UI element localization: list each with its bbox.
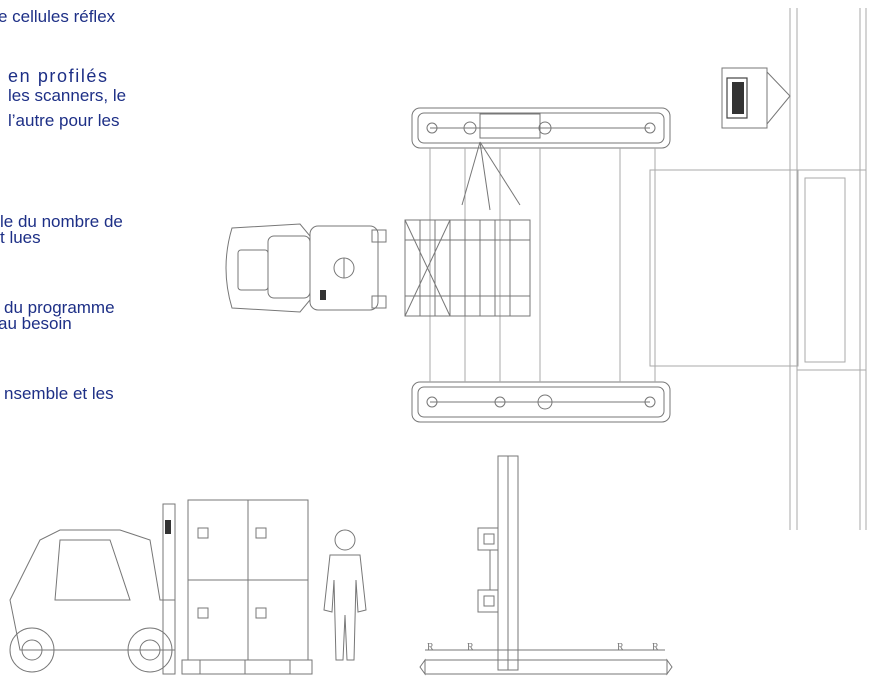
svg-text:R: R — [652, 642, 659, 653]
text-line-8: au besoin — [0, 314, 72, 333]
gate-beam-bottom — [411, 381, 671, 423]
scan-beams — [429, 141, 656, 382]
text-line-9: nsemble et les — [4, 384, 114, 403]
svg-text:R: R — [467, 642, 474, 653]
text-line-2: en profilés — [8, 66, 109, 86]
svg-text:R: R — [617, 642, 624, 653]
person-figure — [323, 529, 367, 661]
forklift-top-view — [225, 223, 387, 313]
gate-beam-top — [411, 107, 671, 149]
text-line-1: e cellules réflex — [0, 7, 116, 26]
text-line-5: le du nombre de — [0, 212, 123, 231]
pallet-top-view — [404, 219, 531, 317]
wall-reader — [721, 67, 791, 129]
gate-side-view: R R R R — [419, 455, 673, 676]
building-wall — [649, 8, 867, 530]
text-line-6: t lues — [0, 228, 41, 247]
text-line-4: l’autre pour les — [8, 111, 120, 130]
forklift-side-view — [9, 503, 176, 675]
text-line-3: les scanners, le — [8, 86, 127, 105]
pallet-boxes-side — [181, 499, 313, 675]
text-line-7: du programme — [4, 298, 115, 317]
svg-text:R: R — [427, 642, 434, 653]
